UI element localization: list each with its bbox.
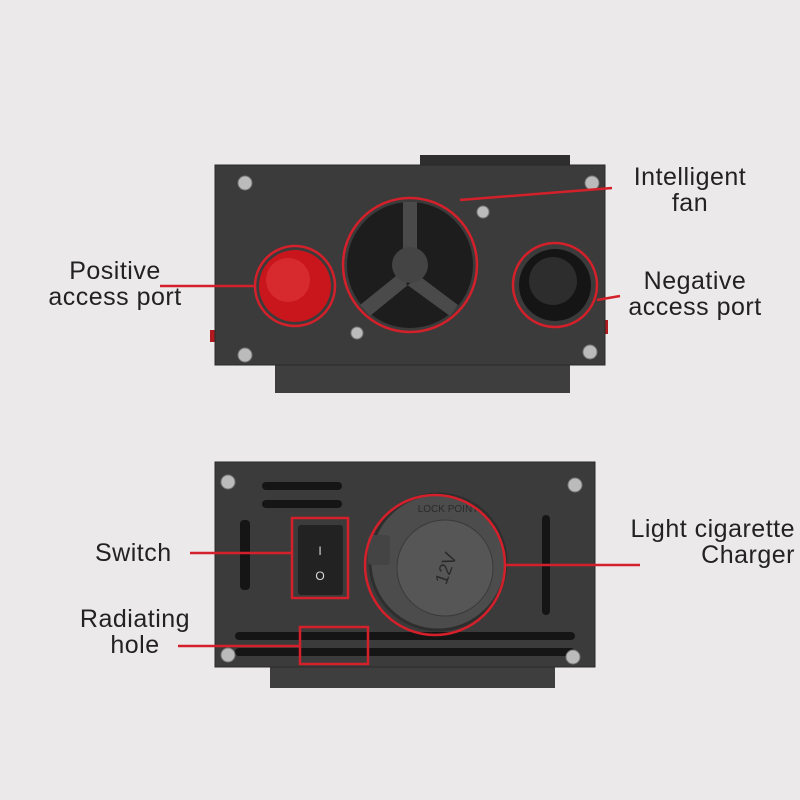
label-negative-access-port: Negative access port (600, 268, 790, 320)
svg-text:LOCK POINT: LOCK POINT (418, 504, 479, 515)
callouts (160, 186, 640, 666)
inverter-top-face (210, 155, 608, 393)
cigarette-socket-icon: LOCK POINT 12V (368, 492, 508, 632)
inverter-front-face: I O LOCK POINT 12V (214, 461, 596, 688)
label-switch: Switch (95, 539, 172, 567)
label-line: access port (48, 283, 182, 311)
label-positive-access-port: Positive access port (30, 258, 200, 310)
label-radiating-hole: Radiating hole (60, 606, 210, 658)
negative-terminal-icon (519, 249, 591, 321)
label-cigarette-charger: Light cigarette Charger (585, 516, 795, 568)
label-line: Positive (69, 257, 161, 285)
svg-text:O: O (315, 569, 324, 583)
screw-icon (220, 474, 583, 665)
label-line: Negative (643, 267, 747, 295)
label-line: access port (628, 293, 762, 321)
power-switch-icon: I O (298, 525, 343, 595)
vent-slots (235, 482, 575, 656)
label-line: Intelligent (633, 163, 747, 191)
screw-icon (237, 175, 600, 363)
label-line: hole (110, 631, 160, 659)
label-line: fan (671, 189, 709, 217)
svg-text:I: I (318, 544, 321, 558)
fan-icon (347, 202, 473, 328)
label-line: Radiating (79, 605, 191, 633)
label-intelligent-fan: Intelligent fan (610, 164, 770, 216)
positive-terminal-icon (259, 250, 331, 322)
label-line: Charger (701, 541, 795, 569)
label-line: Light cigarette (630, 515, 795, 543)
